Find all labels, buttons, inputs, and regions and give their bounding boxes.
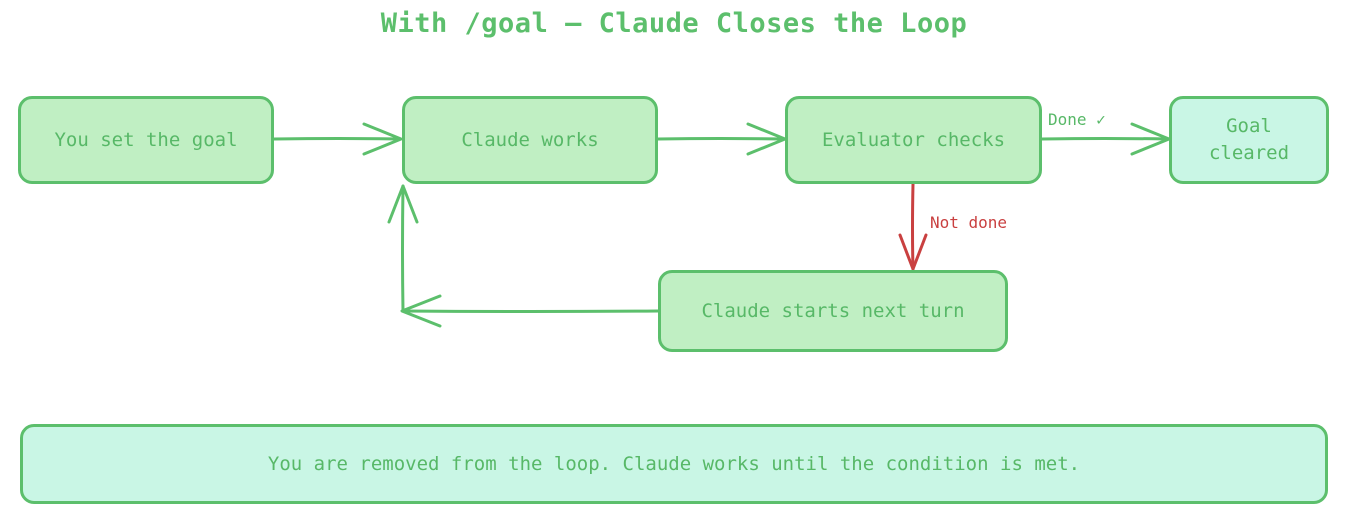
diagram-title: With /goal — Claude Closes the Loop	[380, 8, 968, 39]
edge-evaluator-to-next-turn	[898, 182, 928, 271]
edge-claude-works-to-evaluator	[656, 122, 787, 156]
summary-note: You are removed from the loop. Claude wo…	[20, 424, 1328, 504]
node-evaluator-checks: Evaluator checks	[785, 96, 1042, 184]
goal-cleared-label: Goal cleared	[1208, 115, 1290, 164]
edge-next-turn-to-claude-works	[387, 184, 660, 328]
node-claude-works: Claude works	[402, 96, 658, 184]
edge-label-done: Done ✓	[1048, 110, 1106, 129]
edge-set-goal-to-claude-works	[272, 122, 403, 156]
node-goal-cleared: Goal cleared	[1169, 96, 1329, 184]
edge-label-not-done: Not done	[930, 213, 1008, 232]
node-you-set-the-goal: You set the goal	[18, 96, 274, 184]
node-claude-starts-next-turn: Claude starts next turn	[658, 270, 1008, 352]
